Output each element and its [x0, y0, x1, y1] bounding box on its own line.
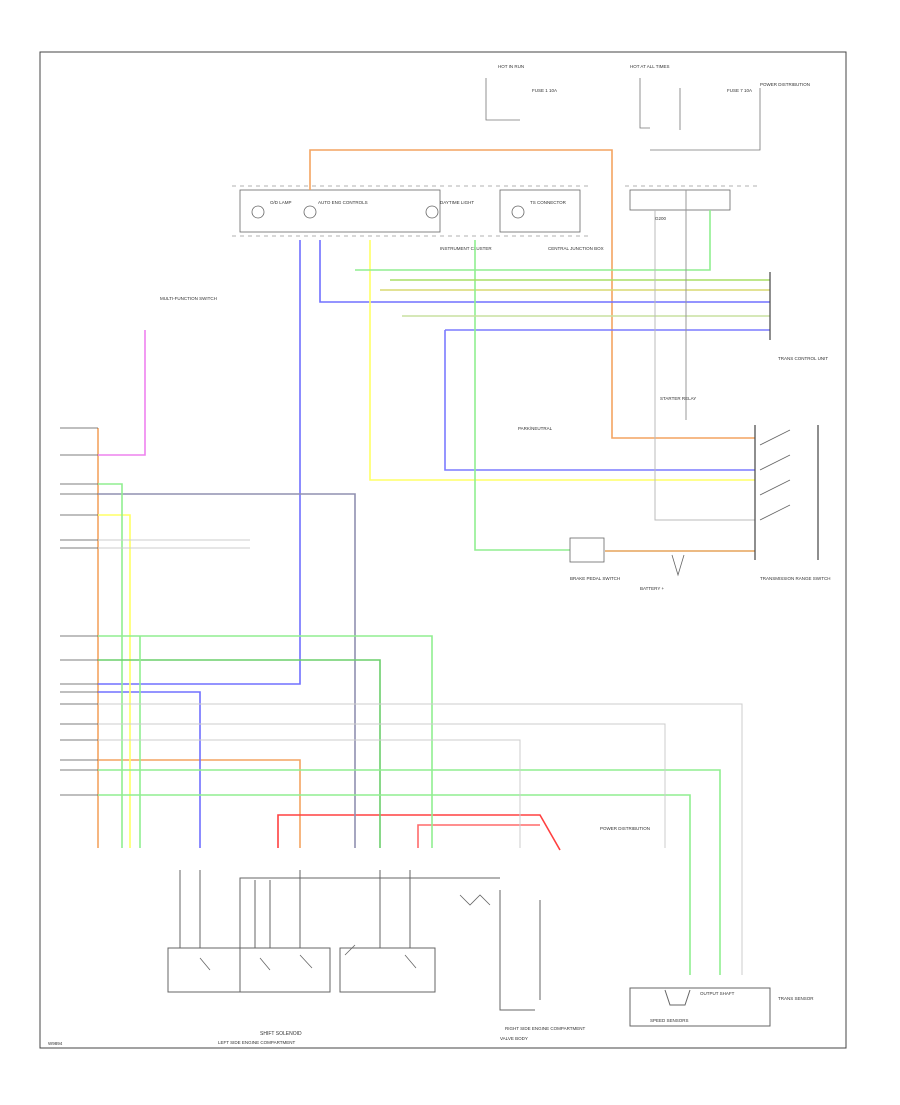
hot-in-run-label: HOT IN RUN: [498, 64, 524, 69]
green-wire: [474, 240, 570, 551]
battery-ref-label: BATTERY +: [640, 586, 665, 591]
orange-wire: [309, 149, 755, 439]
red-wire: [277, 814, 561, 851]
brake-pedal-switch-box: [569, 537, 605, 563]
green-wire: [98, 659, 381, 848]
lamp-icon: [425, 205, 439, 219]
park-neutral-label: PARK/NEUTRAL: [518, 426, 553, 431]
trans-sensor-label: TRANS SENSOR: [778, 996, 814, 1001]
left-side-engine-label: LEFT SIDE ENGINE COMPARTMENT: [218, 1040, 296, 1045]
fuse-left-label: FUSE 1 10A: [532, 88, 557, 93]
bottom-switch-contacts: [199, 894, 491, 971]
lamp-icon: [251, 205, 265, 219]
speed-sensors-label: SPEED SENSORS: [650, 1018, 689, 1023]
output-shaft-label: OUTPUT SHAFT: [700, 991, 735, 996]
green-wire: [98, 483, 123, 848]
od-lamp-label: O/D LAMP: [270, 200, 292, 205]
power-distribution-bottom-label: POWER DISTRIBUTION: [600, 826, 650, 831]
hot-at-all-times-label: HOT AT ALL TIMES: [630, 64, 670, 69]
daytime-light-label: DAYTIME LIGHT: [440, 200, 474, 205]
right-connectors: [754, 272, 819, 560]
page-code-label: W9894: [48, 1041, 63, 1046]
blue-wire: [444, 330, 755, 471]
shift-solenoid-label: SHIFT SOLENOID: [260, 1031, 302, 1037]
transmission-range-switch-label: TRANSMISSION RANGE SWITCH: [760, 576, 831, 581]
fuse-right-label: FUSE 7 10A: [727, 88, 752, 93]
red-wire: [417, 824, 540, 848]
top-fuse-text: HOT IN RUN HOT AT ALL TIMES FUSE 1 10A F…: [498, 64, 810, 93]
diagram-frame: [39, 51, 847, 1049]
ts-connector-label: TS CONNECTOR: [530, 200, 567, 205]
central-junction-label: CENTRAL JUNCTION BOX: [548, 246, 604, 251]
trans-control-label: TRANS CONTROL UNIT: [778, 356, 828, 361]
ground-ref-label: G200: [655, 216, 667, 221]
gray-wire: [98, 739, 521, 848]
instrument-cluster: [239, 189, 731, 233]
instrument-cluster-label: INSTRUMENT CLUSTER: [440, 246, 492, 251]
green-wire: [98, 769, 721, 975]
orange-wire: [98, 759, 301, 848]
lamp-icon: [303, 205, 317, 219]
green-wire: [98, 635, 433, 848]
yellow-wire: [369, 240, 755, 481]
dashed-connectors: [232, 185, 760, 237]
green-wire: [355, 210, 711, 271]
auto-eng-controls-label: AUTO ENG CONTROLS: [318, 200, 368, 205]
ground-symbol-icon: [671, 554, 685, 577]
gray-wire: [654, 210, 755, 521]
bottom-components: [167, 870, 771, 1027]
starter-relay-label: STARTER RELAY: [660, 396, 696, 401]
right-side-engine-label: RIGHT SIDE ENGINE COMPARTMENT: [505, 1026, 586, 1031]
lamp-icon: [511, 205, 525, 219]
gray-wire: [98, 703, 743, 975]
left-connector: [60, 427, 98, 796]
brake-pedal-switch-label: BRAKE PEDAL SWITCH: [570, 576, 620, 581]
yellow-wire: [98, 514, 131, 848]
wires: [97, 149, 770, 975]
right-text: TRANS CONTROL UNIT TRANSMISSION RANGE SW…: [160, 296, 831, 831]
green-wire: [98, 794, 691, 975]
right-switch-contacts: [759, 429, 791, 521]
power-distribution-label: POWER DISTRIBUTION: [760, 82, 810, 87]
multi-function-switch-label: MULTI-FUNCTION SWITCH: [160, 296, 217, 301]
bottom-text: SHIFT SOLENOID LEFT SIDE ENGINE COMPARTM…: [48, 216, 814, 1046]
supply-boxes: [485, 78, 761, 151]
blue-wire: [98, 691, 201, 848]
gray-wire: [98, 723, 666, 848]
valve-body-label: VALVE BODY: [500, 1036, 528, 1041]
gray-blue-wire: [98, 493, 356, 848]
blue-wire: [319, 240, 770, 303]
blue-wire: [98, 240, 301, 685]
pink-wire: [98, 330, 146, 456]
cluster-text: O/D LAMP AUTO ENG CONTROLS DAYTIME LIGHT…: [270, 200, 604, 251]
